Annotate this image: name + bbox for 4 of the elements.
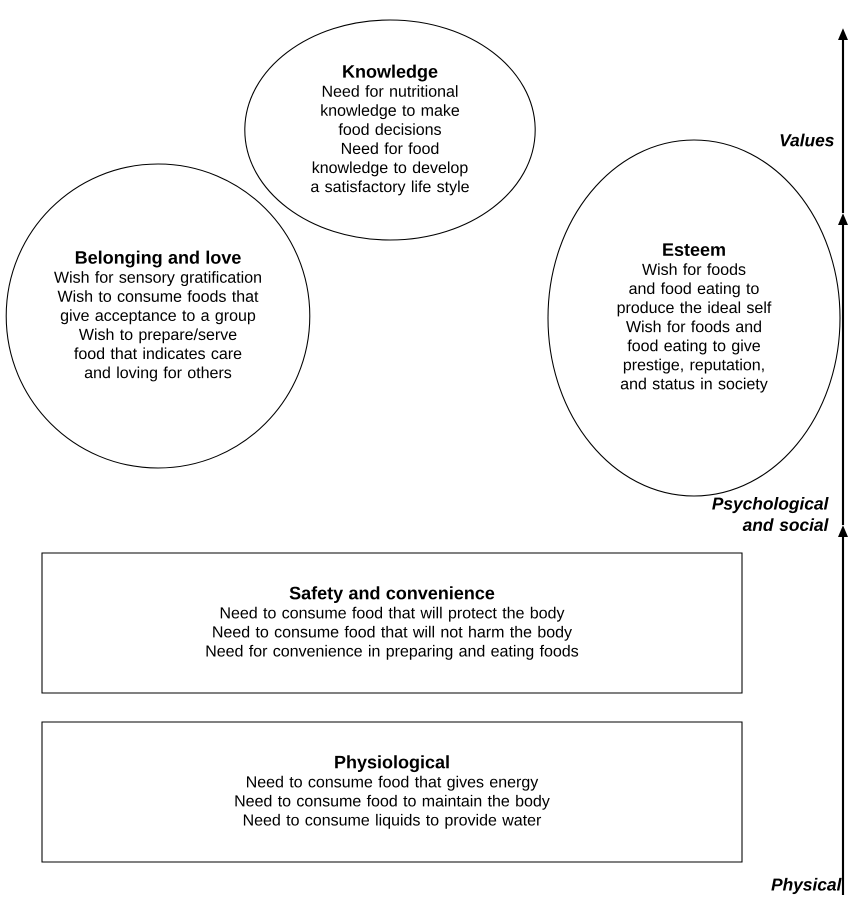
- need-box: Physiological Need to consume food that gives energy Need to consume food to maintain the body Need to consume liquids to provide water: [41, 721, 743, 863]
- level-label: Psychological and social: [712, 496, 829, 532]
- level-label: Physical: [771, 878, 842, 894]
- need-box: Safety and convenience Need to consume food that will protect the body Need to consume food that will not harm the body Need for convenience in preparing and eating foods: [41, 552, 743, 694]
